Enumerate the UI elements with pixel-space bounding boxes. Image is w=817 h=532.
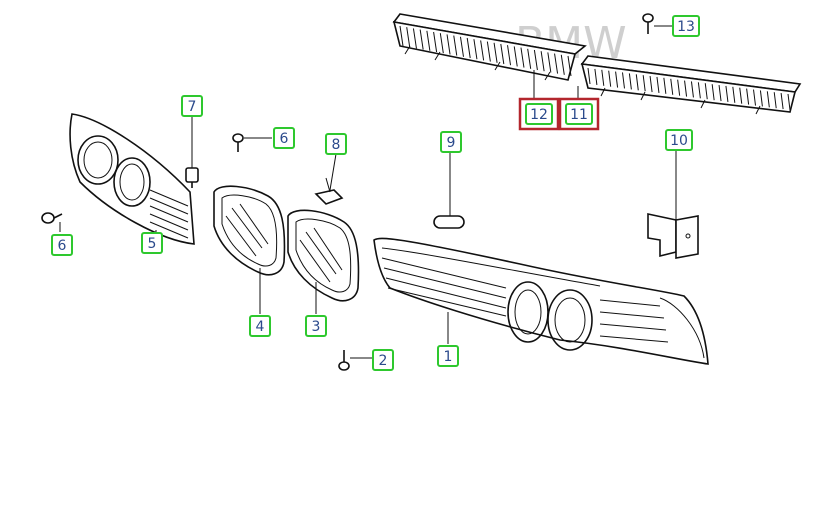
label-number: 2	[379, 353, 388, 369]
part-6-left-screw	[41, 212, 63, 224]
label-number: 6	[58, 238, 67, 254]
label-13: 13	[672, 15, 700, 37]
part-4-grille-frame	[213, 185, 286, 276]
label-9: 9	[440, 131, 462, 153]
label-number: 13	[677, 19, 695, 35]
label-8: 8	[325, 133, 347, 155]
label-number: 6	[280, 131, 289, 147]
part-3-grille-frame	[287, 209, 360, 302]
label-number: 9	[447, 135, 456, 151]
label-box	[672, 15, 700, 37]
label-4: 4	[249, 315, 271, 337]
label-7: 7	[181, 95, 203, 117]
label-3: 3	[305, 315, 327, 337]
label-1: 1	[437, 345, 459, 367]
label-number: 1	[444, 349, 453, 365]
part-8-bracket	[314, 177, 344, 205]
label-box	[437, 345, 459, 367]
label-5: 5	[141, 232, 163, 254]
label-box	[273, 127, 295, 149]
label-number: 8	[332, 137, 341, 153]
part-1-main-grille	[373, 237, 709, 365]
label-6a: 6	[51, 234, 73, 256]
part-11-lower-grille	[580, 55, 802, 115]
label-number: 4	[256, 319, 265, 335]
label-number: 7	[188, 99, 197, 115]
label-box	[249, 315, 271, 337]
label-highlight-box	[518, 97, 560, 131]
label-number: 12	[530, 107, 548, 123]
part-13-screw	[642, 13, 654, 34]
label-box	[525, 103, 553, 125]
label-box	[51, 234, 73, 256]
part-10-bracket	[647, 213, 699, 259]
label-box	[141, 232, 163, 254]
label-highlight-box	[558, 97, 600, 131]
part-7-clip	[185, 167, 199, 188]
label-box	[305, 315, 327, 337]
label-box	[325, 133, 347, 155]
label-box	[181, 95, 203, 117]
label-box	[565, 103, 593, 125]
label-12: 12	[518, 97, 560, 131]
label-box	[665, 129, 693, 151]
leader-lines	[59, 25, 677, 359]
label-10: 10	[665, 129, 693, 151]
part-2-screw	[338, 350, 350, 371]
label-11: 11	[558, 97, 600, 131]
label-number: 10	[670, 133, 688, 149]
part-5-left-trim	[69, 113, 195, 245]
label-number: 3	[312, 319, 321, 335]
part-9-insert	[433, 215, 465, 229]
part-6-upper-screw	[232, 133, 244, 152]
label-box	[440, 131, 462, 153]
label-number: 5	[148, 236, 157, 252]
label-number: 11	[570, 107, 588, 123]
part-12-upper-grille	[392, 13, 587, 81]
label-box	[372, 349, 394, 371]
label-6b: 6	[273, 127, 295, 149]
label-2: 2	[372, 349, 394, 371]
